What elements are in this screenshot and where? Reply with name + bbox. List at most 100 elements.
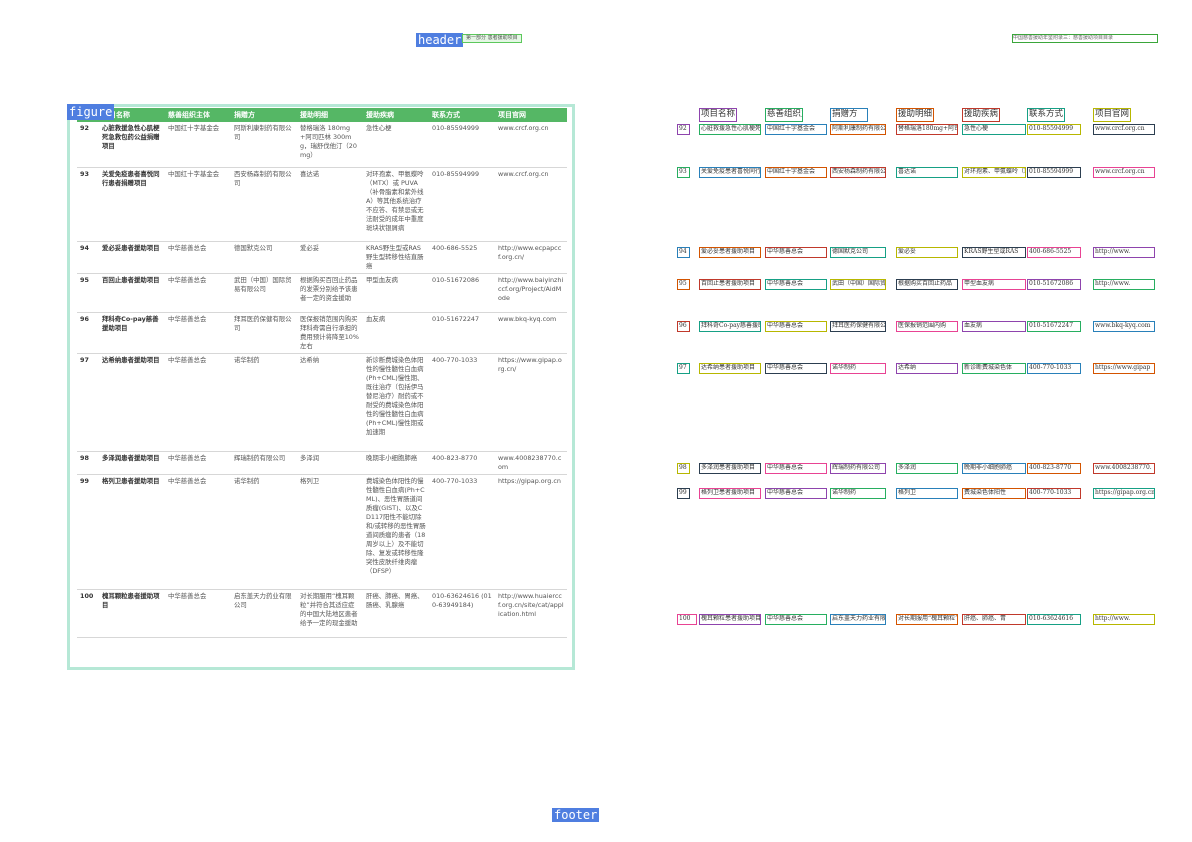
- table-cell: www.bkq-kyq.com: [495, 312, 567, 354]
- ocr-number-box: 99: [677, 488, 690, 499]
- ocr-text-box: 医保报销范围内购: [896, 321, 958, 332]
- footer-region-label: footer: [552, 808, 600, 822]
- ocr-text-box: 中国红十字基金会: [765, 167, 827, 178]
- ocr-number-box: 94: [677, 247, 690, 258]
- ocr-text-box: www.crcf.org.cn: [1093, 124, 1155, 135]
- ocr-header-box: 援助疾病: [962, 108, 1000, 122]
- ocr-text-box: 武田（中国）国际贸易有限公司: [830, 279, 886, 290]
- ocr-text-box: 400-686-5525: [1027, 247, 1081, 258]
- table-cell: 中华慈善总会: [165, 241, 231, 274]
- ocr-text-box: http://www.: [1093, 614, 1155, 625]
- ocr-text-box: https://gipap.org.cn: [1093, 488, 1155, 499]
- col-header: 项目名称: [99, 108, 165, 122]
- table-cell: 医保报销范围内购买拜科奇需自行承担的费用预计将降至10%左右: [297, 312, 363, 354]
- table-cell: 010-51672247: [429, 312, 495, 354]
- row-number: 96: [77, 312, 99, 354]
- ocr-text-box: 400-770-1033: [1027, 488, 1081, 499]
- row-number: 95: [77, 273, 99, 313]
- table-header-row: 项目名称 慈善组织主体 捐赠方 援助明细 援助疾病 联系方式 项目官网: [77, 108, 567, 122]
- table-cell: http://www.ecpapccf.org.cn/: [495, 241, 567, 274]
- project-name: 格列卫患者援助项目: [99, 474, 165, 590]
- ocr-text-box: 400-770-1033: [1027, 363, 1081, 374]
- table-cell: 辉瑞制药有限公司: [231, 451, 297, 475]
- ocr-text-box: 中华慈善总会: [765, 363, 827, 374]
- ocr-text-box: 400-823-8770: [1027, 463, 1081, 474]
- project-name: 多泽润患者援助项目: [99, 451, 165, 475]
- ocr-text-box: https://www.gipap: [1093, 363, 1155, 374]
- table-cell: 急性心梗: [363, 122, 429, 168]
- table-cell: 拜耳医药保健有限公司: [231, 312, 297, 354]
- ocr-number-box: 92: [677, 124, 690, 135]
- table-cell: http://www.baiyinzhiccf.org/Project/AidM…: [495, 273, 567, 313]
- ocr-text-box: 010-63624616: [1027, 614, 1081, 625]
- row-number: 92: [77, 122, 99, 168]
- ocr-text-box: 格列卫患者援助项目: [699, 488, 761, 499]
- ocr-number-box: 98: [677, 463, 690, 474]
- ocr-number-box: 97: [677, 363, 690, 374]
- ocr-text-box: 爱必妥患者援助项目: [699, 247, 761, 258]
- ocr-number-box: 93: [677, 167, 690, 178]
- ocr-text-box: 中华慈善总会: [765, 321, 827, 332]
- table-cell: 中国红十字基金会: [165, 167, 231, 242]
- col-header: 援助疾病: [363, 108, 429, 122]
- table-cell: 400-770-1033: [429, 353, 495, 452]
- table-cell: 400-686-5525: [429, 241, 495, 274]
- ocr-header-box: 慈善组织主体: [765, 108, 803, 122]
- ocr-text-box: 达希纳患者援助项目: [699, 363, 761, 374]
- project-name: 达希纳患者援助项目: [99, 353, 165, 452]
- ocr-text-box: 心脏救援急性心肌梗死急救包药公益捐赠项目: [699, 124, 761, 135]
- header-region-label: header: [416, 33, 464, 47]
- table-cell: 中国红十字基金会: [165, 122, 231, 168]
- figure-region: [67, 104, 575, 670]
- ocr-text-box: KRAS野生型或RAS: [962, 247, 1026, 258]
- table-cell: 诺华制药: [231, 353, 297, 452]
- ocr-text-box: 肝癌、肺癌、胃: [962, 614, 1026, 625]
- ocr-text-box: http://www.: [1093, 279, 1155, 290]
- ocr-text-box: www.crcf.org.cn: [1093, 167, 1155, 178]
- table-cell: http://www.huaierccf.org.cn/site/cat/app…: [495, 589, 567, 638]
- row-number: 99: [77, 474, 99, 590]
- ocr-number-box: 100: [677, 614, 697, 625]
- ocr-text-box: 多泽润: [896, 463, 958, 474]
- ocr-text-box: www.4008238770.: [1093, 463, 1155, 474]
- ocr-text-box: 诺华制药: [830, 363, 886, 374]
- ocr-text-box: 中华慈善总会: [765, 488, 827, 499]
- project-name: 心脏救援急性心肌梗死急救包药公益捐赠项目: [99, 122, 165, 168]
- ocr-text-box: 010-51672247: [1027, 321, 1081, 332]
- row-number: 100: [77, 589, 99, 638]
- ocr-text-box: 中华慈善总会: [765, 614, 827, 625]
- table-cell: 达希纳: [297, 353, 363, 452]
- row-number: 94: [77, 241, 99, 274]
- ocr-text-box: 槐耳颗粒患者援助项目: [699, 614, 761, 625]
- table-cell: KRAS野生型或RAS野生型转移性结直肠癌: [363, 241, 429, 274]
- table-cell: 晚期非小细胞肺癌: [363, 451, 429, 475]
- ocr-text-box: 启东盖天力药业有限公司: [830, 614, 886, 625]
- ocr-text-box: 费城染色体阳性: [962, 488, 1026, 499]
- table-cell: 010-85594999: [429, 122, 495, 168]
- table-cell: 中华慈善总会: [165, 589, 231, 638]
- ocr-header-box: 联系方式: [1027, 108, 1065, 122]
- table-cell: 对环孢素、甲氨蝶呤（MTX）或 PUVA（补骨脂素和紫外线A）等其他系统治疗不应…: [363, 167, 429, 242]
- col-header: 项目官网: [495, 108, 567, 122]
- table-cell: 启东盖天力药业有限公司: [231, 589, 297, 638]
- table-cell: 爱必妥: [297, 241, 363, 274]
- ocr-text-box: 新诊断费城染色体: [962, 363, 1026, 374]
- header-strip: 第一部分 患者援助项目: [462, 34, 522, 43]
- table-cell: 诺华制药: [231, 474, 297, 590]
- ocr-text-box: 中华慈善总会: [765, 463, 827, 474]
- ocr-header-box: 援助明细: [896, 108, 934, 122]
- col-header: 联系方式: [429, 108, 495, 122]
- table-cell: www.4008238770.com: [495, 451, 567, 475]
- ocr-number-box: 96: [677, 321, 690, 332]
- ocr-header-box: 项目官网: [1093, 108, 1131, 122]
- table-cell: 西安杨森制药有限公司: [231, 167, 297, 242]
- table-cell: 替格瑞洛 180mg+阿司匹林 300mg，瑞舒伐他汀（20mg）: [297, 122, 363, 168]
- row-number: 98: [77, 451, 99, 475]
- table-cell: 多泽润: [297, 451, 363, 475]
- ocr-text-box: 喜达诺: [896, 167, 958, 178]
- ocr-text-box: 010-51672086: [1027, 279, 1081, 290]
